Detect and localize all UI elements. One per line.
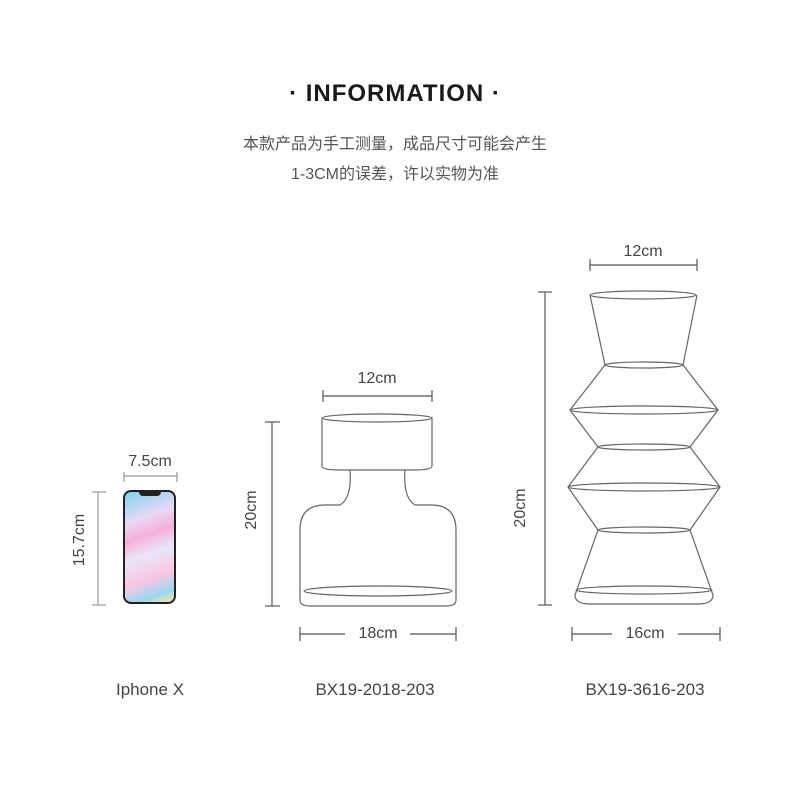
phone-height-label: 15.7cm bbox=[71, 513, 88, 567]
vase1-dimension-lines bbox=[265, 390, 457, 641]
note-line-2: 1-3CM的误差，许以实物为准 bbox=[290, 166, 500, 183]
vase1-outline bbox=[299, 413, 457, 607]
vase2-bottom-label: 16cm bbox=[625, 625, 665, 642]
section-title: · INFORMATION · bbox=[289, 80, 501, 107]
phone-dimension-lines bbox=[92, 472, 178, 606]
vase2-top-label: 12cm bbox=[623, 243, 663, 260]
vase2-height-label: 20cm bbox=[512, 488, 529, 528]
vase1-name: BX19-2018-203 bbox=[315, 680, 435, 699]
phone-width-label: 7.5cm bbox=[128, 453, 172, 470]
vase1-height-label: 20cm bbox=[243, 490, 260, 530]
phone-notch bbox=[139, 492, 161, 496]
phone-illustration bbox=[123, 490, 176, 604]
vase2-outline bbox=[567, 290, 721, 605]
note-line-1: 本款产品为手工测量，成品尺寸可能会产生 bbox=[242, 136, 548, 153]
vase1-top-label: 12cm bbox=[357, 370, 397, 387]
phone-name: Iphone X bbox=[115, 680, 185, 699]
vase1-bottom-label: 18cm bbox=[358, 625, 398, 642]
vase2-dimension-lines bbox=[538, 259, 721, 641]
vase2-name: BX19-3616-203 bbox=[585, 680, 705, 699]
